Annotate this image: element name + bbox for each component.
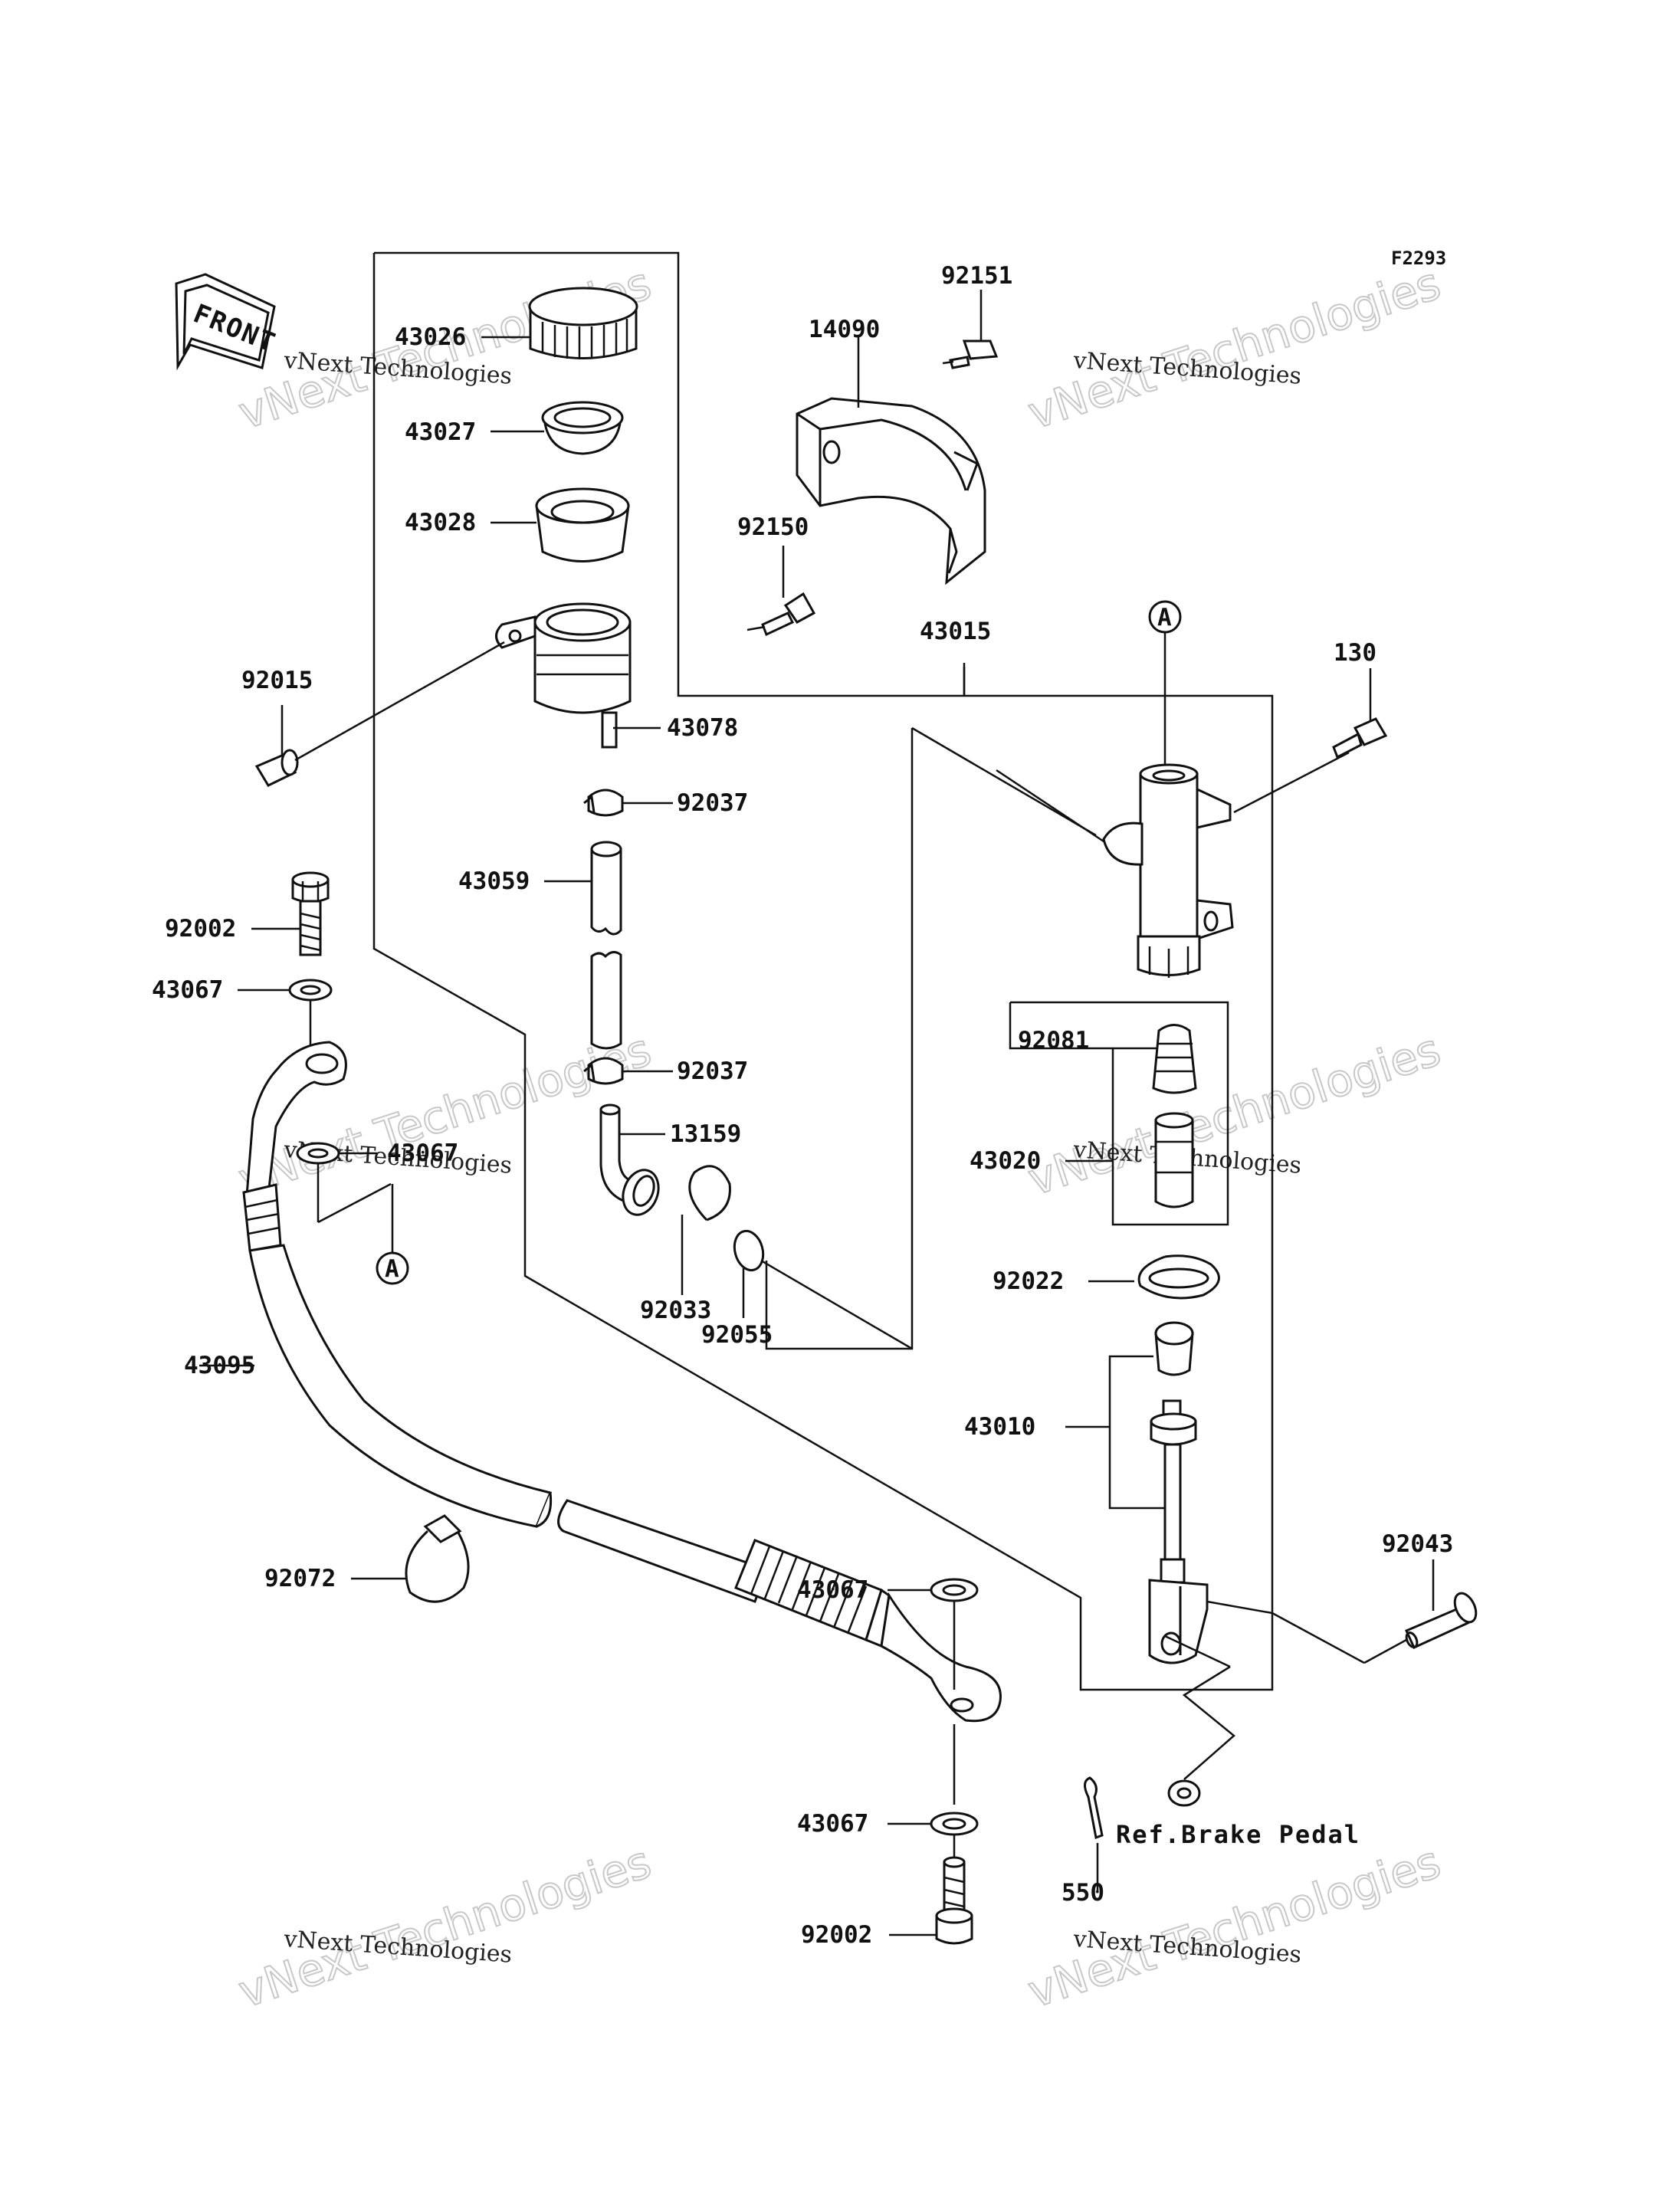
part-label-550: 550: [1061, 1879, 1104, 1907]
watermark-bottom-right: vNext Technologies vNext Technologies: [1021, 1835, 1447, 2018]
washer-brake-pedal-part: [1167, 1779, 1201, 1807]
part-label-92022: 92022: [993, 1267, 1064, 1295]
part-label-92150: 92150: [737, 513, 809, 541]
part-label-92002: 92002: [165, 915, 236, 943]
bolt-130-part: [1332, 717, 1388, 759]
part-label-92037: 92037: [677, 1058, 748, 1085]
watermark-bottom-left: vNext Technologies vNext Technologies: [231, 1835, 658, 2018]
part-label-43010: 43010: [964, 1413, 1035, 1441]
banjo-bolt-top-part: [291, 871, 330, 956]
part-label-43026: 43026: [395, 323, 466, 351]
part-label-43078: 43078: [667, 714, 738, 742]
part-label-43015: 43015: [920, 618, 991, 645]
diaphragm-plate-part: [541, 401, 624, 455]
figure-code: F2293: [1391, 248, 1446, 269]
part-label-43027: 43027: [405, 418, 476, 446]
callout-a-bottom: A: [376, 1251, 409, 1285]
piston-cup-43020-part: [1154, 1112, 1194, 1208]
part-label-130: 130: [1334, 639, 1376, 667]
callout-a-letter: A: [385, 1255, 399, 1283]
bolt-92150-part: [746, 592, 816, 637]
push-rod-assembly-part: [1148, 1321, 1209, 1664]
part-label-43020: 43020: [970, 1147, 1041, 1175]
watermark-mid-left: vNext Technologies vNext Technologies: [231, 1022, 658, 1206]
part-label-92081: 92081: [1018, 1027, 1089, 1054]
watermark-outline-text: vNext Technologies: [232, 1023, 657, 1205]
hose-clamp-top-part: [583, 789, 624, 817]
reservoir-body-part: [495, 602, 632, 749]
front-arrow-icon: FRONT: [175, 273, 281, 371]
reservoir-hose-part: [590, 841, 622, 1050]
reservoir-guard-part: [796, 397, 986, 585]
cotter-pin-part: [1084, 1776, 1104, 1840]
part-label-43067: 43067: [797, 1810, 868, 1838]
diaphragm-part: [535, 487, 630, 562]
part-label-92043: 92043: [1382, 1530, 1453, 1558]
part-label-43028: 43028: [405, 509, 476, 536]
banjo-bolt-bottom-part: [935, 1856, 973, 1945]
assembly-outline: [372, 251, 1274, 1691]
bolt-92151-part: [942, 339, 999, 369]
circlip-92033-part: [688, 1165, 731, 1221]
master-cylinder-part: [1102, 763, 1234, 978]
spring-92081-part: [1152, 1024, 1197, 1094]
part-label-92151: 92151: [941, 262, 1012, 290]
part-label-13159: 13159: [670, 1120, 741, 1148]
part-label-92002: 92002: [801, 1921, 872, 1949]
part-label-92037: 92037: [677, 789, 748, 817]
washer-c-part: [930, 1578, 979, 1602]
washer-d-part: [930, 1812, 979, 1836]
washer-a-part: [288, 979, 333, 1002]
elbow-fitting-part: [599, 1103, 660, 1216]
o-ring-part: [733, 1229, 765, 1272]
washer-b-part: [296, 1142, 340, 1165]
watermark-top-right: vNext Technologies vNext Technologies: [1021, 256, 1447, 440]
hose-clamp-bottom-part: [583, 1057, 624, 1085]
reference-note: Ref.Brake Pedal: [1116, 1820, 1360, 1849]
brake-hose-part: [242, 1041, 1002, 1723]
part-label-92033: 92033: [640, 1297, 711, 1324]
part-label-43067: 43067: [797, 1576, 868, 1604]
part-label-92072: 92072: [264, 1565, 336, 1592]
part-label-14090: 14090: [809, 316, 880, 343]
callout-a-top: A: [1148, 600, 1182, 634]
part-label-43067: 43067: [387, 1139, 458, 1167]
part-label-43095: 43095: [184, 1352, 255, 1379]
callout-a-letter: A: [1157, 604, 1172, 631]
part-label-43067: 43067: [152, 976, 223, 1004]
hose-clip-part: [405, 1514, 470, 1603]
snap-ring-part: [1137, 1254, 1220, 1300]
part-label-92055: 92055: [701, 1321, 773, 1349]
reservoir-cap-part: [528, 287, 638, 359]
part-label-43059: 43059: [458, 867, 530, 895]
part-label-92015: 92015: [241, 667, 313, 694]
bolt-92015-part: [254, 749, 299, 787]
clevis-pin-part: [1405, 1592, 1478, 1649]
